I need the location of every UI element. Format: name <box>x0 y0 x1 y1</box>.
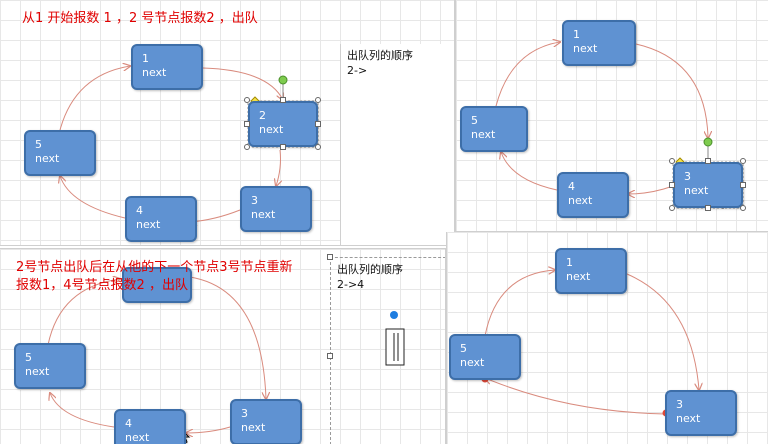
node-label: 3 <box>676 398 683 411</box>
node-3[interactable]: 3 next <box>665 390 737 436</box>
panel-step-1: 从1 开始报数 1 ，2 号节点报数2 ，出队 1 next 2 next 3 … <box>0 0 455 246</box>
resize-handle[interactable] <box>315 121 321 127</box>
node-field: next <box>251 208 276 221</box>
arrow-5-to-1 <box>484 270 555 337</box>
node-5[interactable]: 5 next <box>449 334 521 380</box>
resize-handle[interactable] <box>740 182 746 188</box>
node-1[interactable]: 1 next <box>131 44 203 90</box>
node-field: next <box>125 431 150 444</box>
panel-3-arrows <box>47 249 405 444</box>
rotate-handle <box>390 311 398 319</box>
node-field: next <box>684 184 709 197</box>
node-label: 1 <box>142 52 149 65</box>
dequeue-order-value: 2->4 <box>337 278 365 291</box>
node-3-selected[interactable]: 3 next <box>673 162 743 208</box>
node-5[interactable]: 5 next <box>24 130 96 176</box>
arrow-1-to-3 <box>626 273 699 390</box>
arrow-4-to-5 <box>60 176 126 219</box>
resize-handle[interactable] <box>705 158 711 164</box>
node-label: 3 <box>241 407 248 420</box>
resize-handle[interactable] <box>669 205 675 211</box>
resize-handle[interactable] <box>705 205 711 211</box>
arrow-3-to-4 <box>190 209 241 222</box>
resize-handle[interactable] <box>669 182 675 188</box>
resize-handle[interactable] <box>244 121 250 127</box>
node-1[interactable]: 1 next <box>555 248 627 294</box>
node-label: 5 <box>25 351 32 364</box>
node-field: next <box>241 421 266 434</box>
arrow-3-to-5 <box>485 378 666 415</box>
panel-step-2: 3 next 4 next 5 next 2号节点出队后在从他的下一个节点3号节… <box>0 248 446 444</box>
node-label: 2 <box>259 109 266 122</box>
node-label: 1 <box>566 256 573 269</box>
node-field: next <box>142 66 167 79</box>
resize-handle[interactable] <box>327 254 333 260</box>
node-field: next <box>568 194 593 207</box>
arrow-1-to-3 <box>189 276 266 399</box>
node-4[interactable]: 4 next <box>125 196 197 242</box>
resize-handle[interactable] <box>244 144 250 150</box>
node-label: 3 <box>684 170 691 183</box>
resize-handle[interactable] <box>280 97 286 103</box>
panel-step-1-result: 1 next 3 next 4 next 5 next <box>455 0 768 232</box>
node-field: next <box>676 412 701 425</box>
resize-handle[interactable] <box>740 205 746 211</box>
dequeue-order-box: 出队列的顺序 2-> <box>340 44 454 245</box>
arrow-5-to-1 <box>495 42 560 107</box>
node-field: next <box>460 356 485 369</box>
node-field: next <box>259 123 284 136</box>
node-field: next <box>573 42 598 55</box>
text-cursor-frame <box>385 328 405 366</box>
node-label: 5 <box>460 342 467 355</box>
step-1-caption: 从1 开始报数 1 ，2 号节点报数2 ，出队 <box>22 11 258 26</box>
node-field: next <box>471 128 496 141</box>
dequeue-order-box[interactable]: 出队列的顺序 2->4 <box>330 257 445 444</box>
arrow-2-to-3 <box>276 149 281 186</box>
arrow-5-to-1 <box>59 66 130 131</box>
arrow-5-to-1 <box>47 279 120 346</box>
arrow-3-to-4 <box>628 185 674 194</box>
node-1-partial[interactable] <box>122 267 192 303</box>
dequeue-order-title: 出队列的顺序 <box>337 263 403 276</box>
rotate-handle <box>278 75 288 85</box>
dequeue-order-value: 2-> <box>347 64 368 77</box>
node-4[interactable]: 4 next <box>114 409 186 444</box>
resize-handle[interactable] <box>315 97 321 103</box>
node-3[interactable]: 3 next <box>230 399 302 444</box>
resize-handle[interactable] <box>327 353 333 359</box>
resize-handle[interactable] <box>315 144 321 150</box>
node-label: 4 <box>136 204 143 217</box>
resize-handle[interactable] <box>669 158 675 164</box>
node-4[interactable]: 4 next <box>557 172 629 218</box>
rotate-handle <box>703 137 713 147</box>
resize-handle[interactable] <box>280 144 286 150</box>
dequeue-order-title: 出队列的顺序 <box>347 49 413 62</box>
node-label: 1 <box>573 28 580 41</box>
node-field: next <box>35 152 60 165</box>
arrow-1-to-3 <box>635 43 708 138</box>
node-label: 4 <box>125 417 132 430</box>
node-label: 5 <box>471 114 478 127</box>
node-2-selected[interactable]: 2 next <box>248 101 318 147</box>
node-field: next <box>566 270 591 283</box>
node-5[interactable]: 5 next <box>14 343 86 389</box>
arrow-4-to-5 <box>50 393 115 428</box>
resize-handle[interactable] <box>740 158 746 164</box>
node-field: next <box>25 365 50 378</box>
node-field: next <box>136 218 161 231</box>
node-label: 3 <box>251 194 258 207</box>
node-label: 4 <box>568 180 575 193</box>
arrow-4-to-5 <box>501 152 558 191</box>
node-label: 5 <box>35 138 42 151</box>
panel-step-2-result: 1 next 3 next 5 next <box>446 232 768 444</box>
arrow-1-to-2 <box>202 67 283 100</box>
resize-handle[interactable] <box>244 97 250 103</box>
step-2-caption-line-2: 报数1，4号节点报数2 ，出队 <box>16 278 188 293</box>
node-1[interactable]: 1 next <box>562 20 636 66</box>
step-2-caption-line-1: 2号节点出队后在从他的下一个节点3号节点重新 <box>16 260 293 275</box>
arrow-3-to-4 <box>186 426 231 433</box>
node-5[interactable]: 5 next <box>460 106 528 152</box>
node-3[interactable]: 3 next <box>240 186 312 232</box>
